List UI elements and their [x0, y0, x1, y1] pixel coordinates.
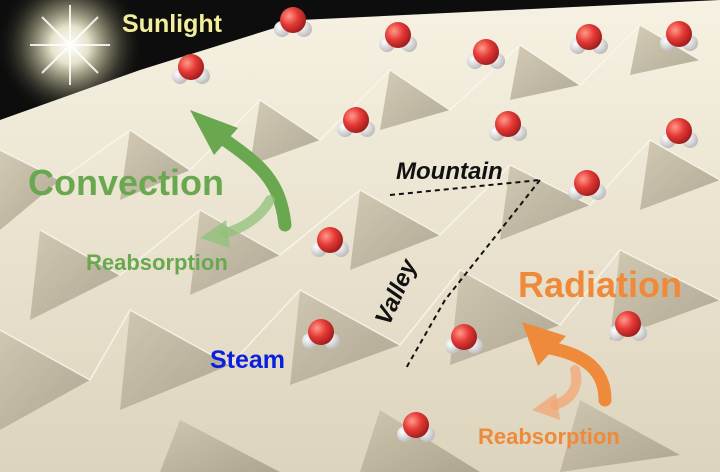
water-molecule-icon: [489, 111, 527, 141]
reabsorption-right-label: Reabsorption: [478, 424, 620, 449]
convection-label: Convection: [28, 162, 225, 203]
water-molecule-icon: [568, 170, 606, 200]
reabsorption-left-arrow: [220, 195, 275, 238]
crease-guides: [389, 179, 541, 371]
water-molecule-icon: [445, 324, 483, 354]
water-molecule-icon: [337, 107, 375, 137]
water-molecule-icon: [570, 24, 608, 54]
water-molecule-icon: [274, 7, 312, 37]
water-molecule-icon: [660, 118, 698, 148]
water-molecule-icon: [397, 412, 435, 442]
water-molecule-icon: [311, 227, 349, 257]
radiation-arrow: [543, 341, 612, 407]
reabsorption-right-arrowhead: [532, 393, 560, 420]
water-molecule-icon: [172, 54, 210, 84]
radiation-label: Radiation: [518, 264, 683, 305]
reabsorption-left-arrowhead: [200, 220, 230, 248]
reabsorption-right-arrow: [550, 365, 582, 410]
convection-arrowhead: [190, 110, 238, 155]
sun-rays: [30, 5, 110, 85]
water-molecule-icon: [660, 21, 698, 51]
water-molecule-icon: [609, 311, 647, 341]
radiation-arrowhead: [522, 322, 566, 366]
reabsorption-left-label: Reabsorption: [86, 250, 228, 275]
mountain-label: Mountain: [396, 158, 503, 185]
pyramid-ridges: [0, 24, 720, 382]
water-molecule-icon: [379, 22, 417, 52]
convection-arrow: [218, 133, 292, 232]
water-molecules: [172, 7, 698, 442]
sunlight-label: Sunlight: [122, 10, 222, 38]
water-molecule-icon: [302, 319, 340, 349]
water-molecule-icon: [467, 39, 505, 69]
steam-label: Steam: [210, 346, 286, 374]
